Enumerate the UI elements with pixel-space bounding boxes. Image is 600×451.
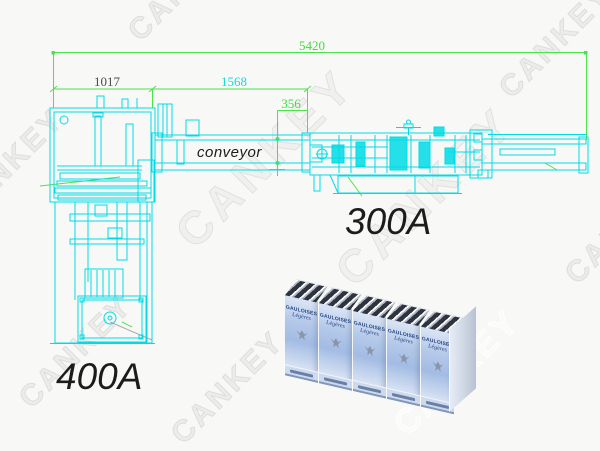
conveyor-label: conveyor	[197, 144, 262, 161]
machine-400a-label: 400A	[56, 356, 143, 397]
machine-400a-drawing	[49, 95, 200, 344]
banner-bar	[425, 400, 450, 409]
dimension-left-section: 1017	[94, 74, 120, 89]
product-carton-photo: GAULOISES Légères GAULOISES Légères GAUL…	[284, 278, 476, 415]
winged-helmet-icon	[397, 353, 410, 365]
dimension-total-length: 5420	[299, 38, 325, 53]
winged-helmet-icon	[431, 361, 444, 372]
cigarette-pack: GAULOISES Légères	[284, 278, 328, 383]
cigarette-pack: GAULOISES Légères	[318, 286, 362, 391]
winged-helmet-icon	[295, 330, 308, 341]
banner-bar	[391, 392, 416, 401]
banner-bar	[357, 384, 382, 393]
banner-bar	[323, 376, 348, 386]
machine-300a-label: 300A	[345, 201, 432, 242]
cigarette-pack: GAULOISES Légères	[352, 294, 396, 399]
cigarette-pack: GAULOISES Légères	[386, 302, 430, 407]
winged-helmet-icon	[363, 345, 376, 357]
dimension-conveyor-section: 1568	[221, 74, 247, 89]
cad-drawing	[39, 51, 589, 344]
cigarette-pack: GAULOISES Légères	[420, 310, 464, 415]
winged-helmet-icon	[329, 337, 342, 349]
dimension-offset: 356	[281, 96, 301, 111]
outfeed-drawing	[469, 129, 589, 179]
banner-bar	[289, 368, 314, 378]
machine-300a-drawing	[309, 119, 483, 194]
